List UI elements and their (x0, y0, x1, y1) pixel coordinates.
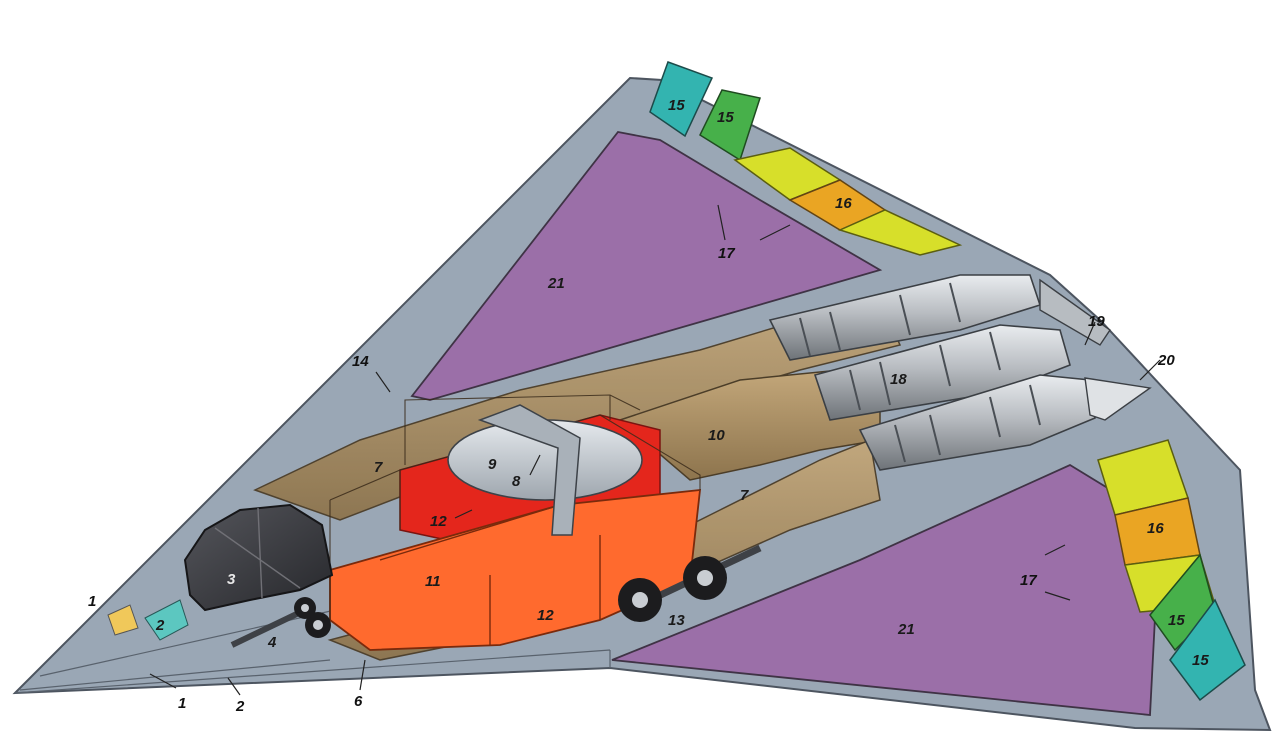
main-landing-gear (618, 544, 762, 622)
label-2-panel: 2 (155, 617, 165, 634)
label-17-upper: 17 (718, 245, 735, 262)
label-15-green-lower: 15 (1168, 612, 1185, 629)
label-21-upper-tank: 21 (547, 275, 565, 292)
label-15-green-upper: 15 (717, 109, 734, 126)
label-12-bay-lower: 12 (537, 607, 554, 624)
label-21-lower-tank: 21 (897, 621, 915, 638)
elevon-teal-lower (1169, 598, 1246, 702)
label-2-bottom: 2 (235, 698, 245, 715)
elevon-yellow-upper-2 (837, 209, 963, 256)
label-12-bay-upper: 12 (430, 513, 447, 530)
label-17-lower: 17 (1020, 572, 1037, 589)
label-9-radar-dish: 9 (488, 456, 497, 473)
label-7-lower: 7 (740, 487, 749, 504)
label-16-upper: 16 (835, 195, 852, 212)
label-14: 14 (352, 353, 369, 370)
sensor-panel-2 (144, 599, 189, 641)
label-16-lower: 16 (1147, 520, 1164, 537)
label-11-weapons-bay: 11 (425, 573, 441, 590)
engine-bottom (858, 374, 1096, 471)
label-4-nose-gear: 4 (267, 634, 277, 651)
weapons-bay-divider (379, 504, 601, 645)
label-15-teal-lower: 15 (1192, 652, 1209, 669)
airframe-panel-lines (14, 599, 611, 694)
fuel-tank-upper (410, 131, 883, 401)
label-1-bottom: 1 (178, 695, 186, 712)
nose-landing-gear (230, 597, 331, 648)
label-6: 6 (354, 693, 363, 710)
elevon-teal-upper (649, 61, 714, 138)
label-7-upper: 7 (374, 459, 383, 476)
label-19-nozzle: 19 (1088, 313, 1105, 330)
cockpit-canopy (183, 503, 334, 612)
label-10-duct: 10 (708, 427, 725, 444)
exhaust-nozzle-lower (1084, 377, 1152, 421)
sensor-panel-1 (107, 604, 139, 636)
label-1-nose: 1 (88, 593, 96, 610)
label-20-nozzle: 20 (1157, 352, 1175, 369)
label-8-radar-mount: 8 (512, 473, 521, 490)
engine-middle (813, 324, 1071, 421)
radar-mount (477, 404, 581, 536)
label-3-cockpit: 3 (227, 571, 236, 588)
leader-lines (149, 204, 1161, 696)
engine-ring-bands (799, 282, 1041, 463)
label-13-main-gear: 13 (668, 612, 685, 629)
label-15-teal-upper: 15 (668, 97, 685, 114)
label-18-engine: 18 (890, 371, 907, 388)
cockpit-frames (214, 507, 301, 599)
